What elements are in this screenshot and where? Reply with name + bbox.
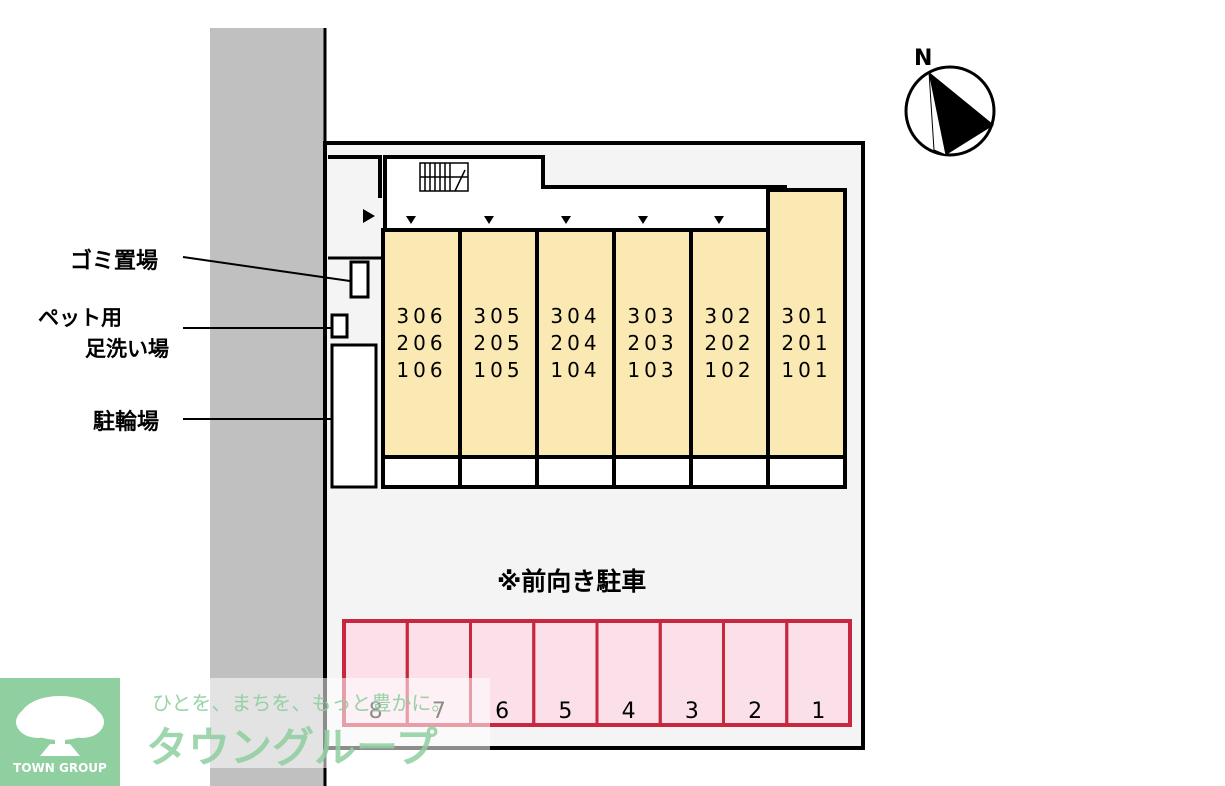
pet-wash-area (330, 313, 349, 339)
unit-balcony (612, 455, 693, 489)
logo-text: TOWN GROUP (13, 761, 107, 775)
bicycle-parking (330, 343, 378, 489)
watermark: TOWN GROUP ひとを、まちを、もっと豊かに。 タウングループ (0, 678, 490, 786)
pet-wash-label-line1: ペット用 (38, 306, 122, 330)
unit-number: 304 (550, 304, 600, 328)
unit-number: 204 (550, 331, 600, 355)
unit-number: 105 (473, 358, 523, 382)
garbage-label: ゴミ置場 (70, 248, 158, 274)
unit-number: 306 (396, 304, 446, 328)
parking-space-number: 3 (685, 699, 699, 724)
unit-number: 305 (473, 304, 523, 328)
parking-space (785, 619, 852, 727)
parking-space-number: 4 (622, 699, 636, 724)
road (210, 28, 325, 786)
bicycle-label: 駐輪場 (93, 409, 159, 435)
unit-balcony (766, 455, 847, 489)
unit-balcony (689, 455, 770, 489)
unit-number: 206 (396, 331, 446, 355)
unit-number: 302 (704, 304, 754, 328)
unit-block (612, 228, 693, 459)
unit-number: 103 (627, 358, 677, 382)
unit-number: 203 (627, 331, 677, 355)
unit-number: 303 (627, 304, 677, 328)
compass: N (904, 46, 996, 157)
stairs (419, 162, 469, 192)
unit-number: 104 (550, 358, 600, 382)
watermark-brand: タウングループ (146, 723, 437, 772)
parking-space-number: 6 (495, 699, 509, 724)
unit-number: 101 (781, 358, 831, 382)
unit-block (458, 228, 539, 459)
unit-block (766, 188, 847, 459)
unit-number: 205 (473, 331, 523, 355)
compass-needle-light (928, 71, 947, 156)
unit-number: 102 (704, 358, 754, 382)
corridor-left-wall (328, 155, 382, 198)
watermark-tagline: ひとを、まちを、もっと豊かに。 (152, 691, 451, 715)
unit-number: 202 (704, 331, 754, 355)
compass-needle (929, 72, 994, 155)
parking-note: ※前向き駐車 (497, 567, 646, 596)
units-layer: 306 206 106 305 205 105 304 204 104 303 203 103 302 2… (381, 188, 847, 489)
unit-balcony (381, 455, 462, 489)
garbage-leader (182, 256, 351, 282)
unit-number: 201 (781, 331, 831, 355)
parking-space-number: 1 (811, 699, 825, 724)
unit-balcony (458, 455, 539, 489)
parking-space-number: 2 (748, 699, 762, 724)
pet-wash-label-line2: 足洗い場 (85, 337, 169, 361)
tree-logo-icon (16, 696, 104, 756)
unit-balcony (535, 455, 616, 489)
compass-north-label: N (914, 46, 932, 71)
unit-number: 106 (396, 358, 446, 382)
unit-number: 301 (781, 304, 831, 328)
watermark-backdrop (120, 678, 490, 768)
garbage-area (349, 260, 370, 299)
parking-space-number: 5 (558, 699, 572, 724)
